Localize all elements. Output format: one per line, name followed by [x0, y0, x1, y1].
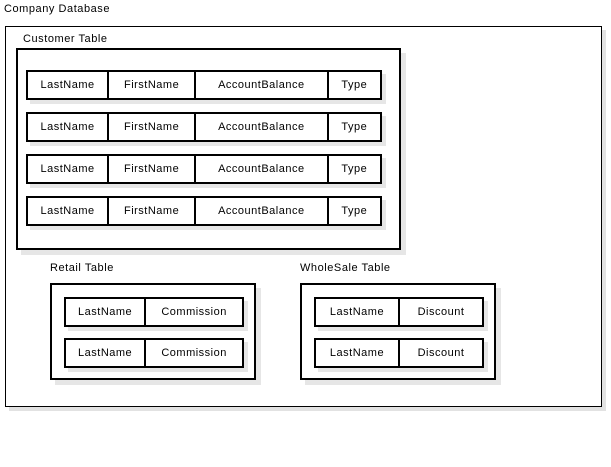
table-cell-commission: Commission	[161, 347, 227, 359]
table-cell-lastname: LastName	[66, 299, 147, 325]
table-cell-accountbalance: AccountBalance	[196, 198, 329, 224]
table-cell-lastname: LastName	[28, 114, 110, 140]
diagram-title: Company Database	[4, 3, 111, 15]
table-cell-type: Type	[341, 79, 368, 91]
table-row[interactable]: LastName FirstName AccountBalance Type	[26, 112, 382, 142]
table-cell-discount: Discount	[417, 347, 465, 359]
table-cell-lastname: LastName	[28, 156, 110, 182]
table-cell-lastname: LastName	[28, 198, 110, 224]
table-row[interactable]: LastName Discount	[314, 297, 484, 327]
table-cell-accountbalance: AccountBalance	[196, 114, 329, 140]
table-cell-lastname: LastName	[28, 72, 110, 98]
table-row[interactable]: LastName Commission	[64, 297, 244, 327]
table-cell-type: Type	[341, 205, 368, 217]
table-row[interactable]: LastName FirstName AccountBalance Type	[26, 70, 382, 100]
table-cell-lastname: LastName	[316, 299, 400, 325]
table-row[interactable]: LastName FirstName AccountBalance Type	[26, 154, 382, 184]
customer-table-label: Customer Table	[23, 33, 108, 45]
table-cell-lastname: LastName	[66, 340, 147, 366]
table-cell-accountbalance: AccountBalance	[196, 72, 329, 98]
table-cell-lastname: LastName	[316, 340, 400, 366]
table-cell-accountbalance: AccountBalance	[196, 156, 329, 182]
table-cell-discount: Discount	[417, 306, 465, 318]
table-cell-type: Type	[341, 163, 368, 175]
table-cell-firstname: FirstName	[109, 156, 197, 182]
table-row[interactable]: LastName Discount	[314, 338, 484, 368]
retail-table-label: Retail Table	[50, 262, 114, 274]
table-row[interactable]: LastName Commission	[64, 338, 244, 368]
table-cell-firstname: FirstName	[109, 72, 197, 98]
table-row[interactable]: LastName FirstName AccountBalance Type	[26, 196, 382, 226]
table-cell-type: Type	[341, 121, 368, 133]
table-cell-commission: Commission	[161, 306, 227, 318]
table-cell-firstname: FirstName	[109, 198, 197, 224]
table-cell-firstname: FirstName	[109, 114, 197, 140]
wholesale-table-label: WholeSale Table	[300, 262, 391, 274]
